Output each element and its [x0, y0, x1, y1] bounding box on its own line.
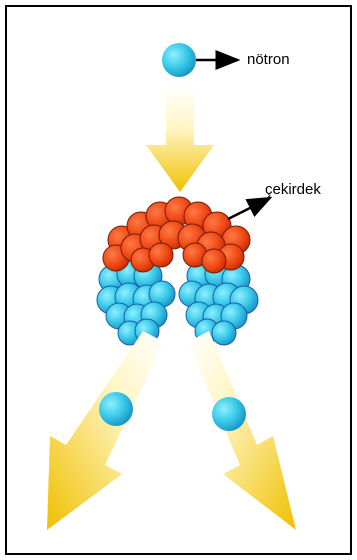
nucleus: [96, 196, 259, 346]
right-outgoing-arrow: [188, 331, 296, 530]
nucleus-pointer-arrow: [227, 196, 273, 221]
neutron-label: nötron: [247, 51, 290, 68]
right-outgoing-neutron: [212, 397, 246, 431]
incoming-neutron: [162, 43, 196, 77]
left-outgoing-neutron: [99, 392, 133, 426]
nucleus-label: çekirdek: [265, 181, 321, 198]
neutron-cluster-right: [178, 259, 259, 346]
left-outgoing-arrow: [47, 331, 164, 530]
proton-cluster: [102, 196, 251, 274]
incoming-arrow: [146, 84, 214, 192]
neutron-cluster-left: [96, 259, 176, 346]
